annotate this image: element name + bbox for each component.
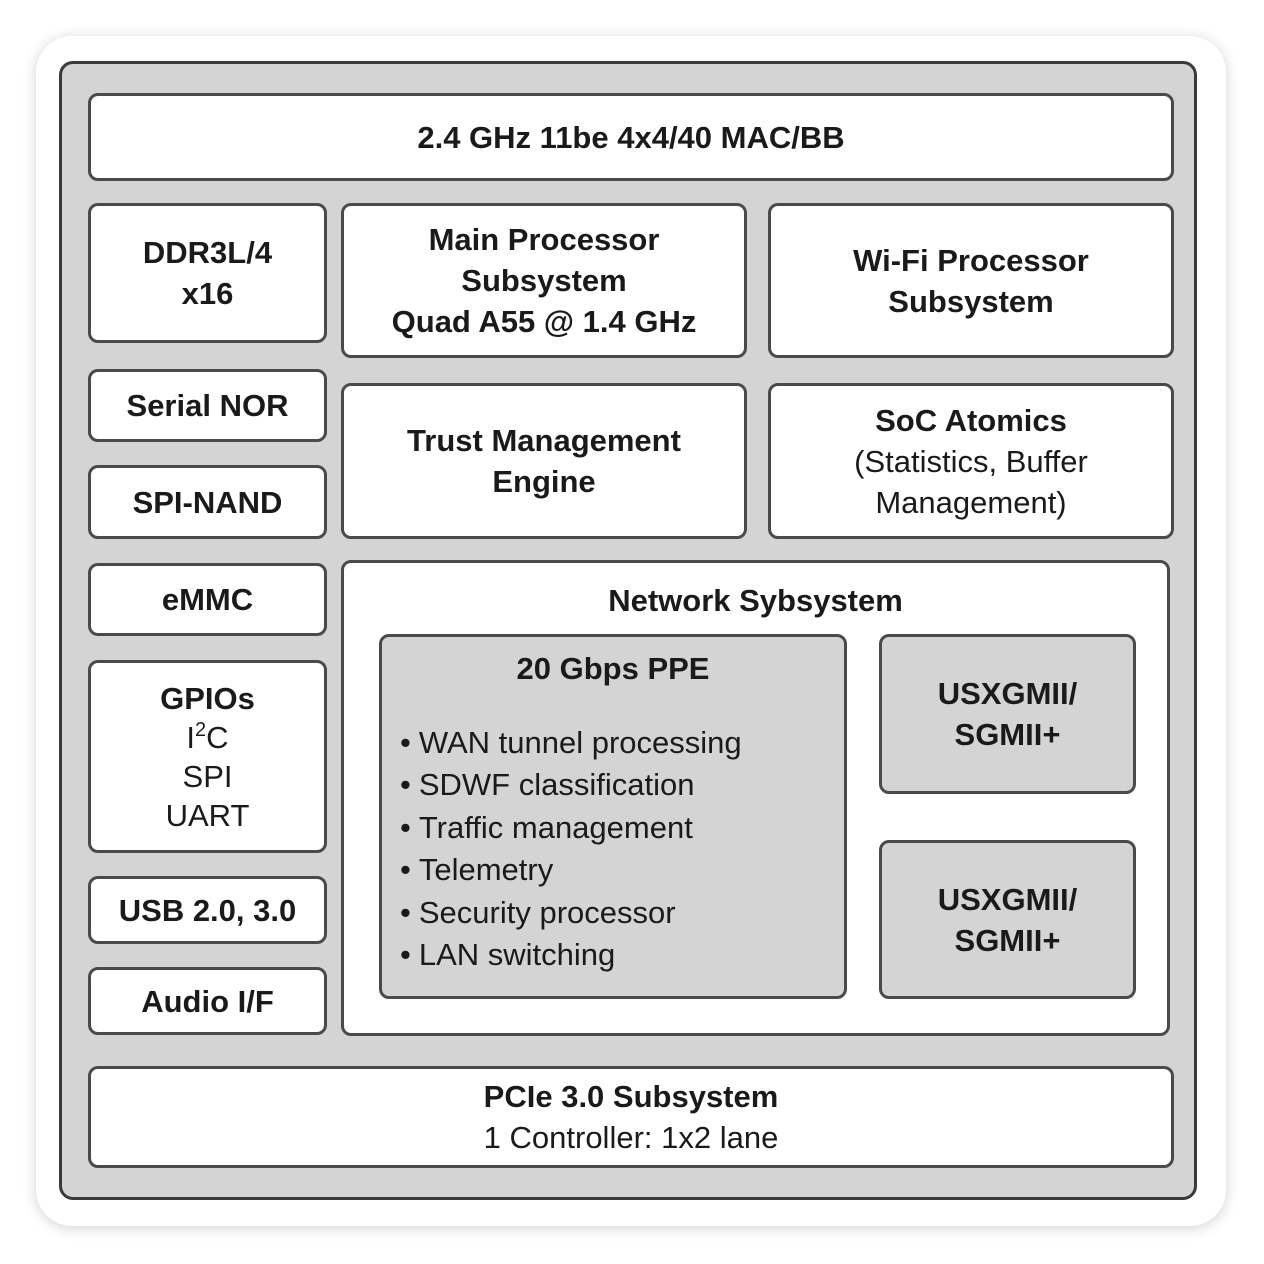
audio-label: Audio I/F bbox=[141, 983, 274, 1019]
usxgmii-1-line-2: SGMII+ bbox=[954, 717, 1061, 752]
trust-engine-line-2: Engine bbox=[492, 464, 596, 499]
ppe-feature-item: SDWF classification bbox=[400, 764, 742, 806]
soc-atomics-line-1: (Statistics, Buffer bbox=[854, 443, 1088, 479]
usxgmii-2-line-2: SGMII+ bbox=[954, 922, 1061, 958]
audio-block: Audio I/F bbox=[88, 967, 327, 1035]
soc-atomics-block: SoC Atomics (Statistics, Buffer Manageme… bbox=[768, 383, 1174, 539]
ppe-feature-list: WAN tunnel processing SDWF classificatio… bbox=[400, 722, 742, 976]
soc-atomics-title: SoC Atomics bbox=[875, 402, 1067, 438]
ddr-block: DDR3L/4 x16 bbox=[88, 203, 327, 343]
gpios-block: GPIOs I2C SPI UART bbox=[88, 660, 327, 853]
main-processor-line-3: Quad A55 @ 1.4 GHz bbox=[391, 304, 697, 339]
wifi-processor-block: Wi-Fi Processor Subsystem bbox=[768, 203, 1174, 358]
wifi-processor-line-1: Wi-Fi Processor bbox=[853, 242, 1089, 278]
usb-block: USB 2.0, 3.0 bbox=[88, 876, 327, 944]
ppe-feature-item: LAN switching bbox=[400, 934, 742, 976]
emmc-block: eMMC bbox=[88, 563, 327, 636]
usxgmii-block-1: USXGMII/ SGMII+ bbox=[879, 634, 1136, 794]
ppe-feature-item: Traffic management bbox=[400, 807, 742, 849]
soc-atomics-line-2: Management) bbox=[875, 484, 1067, 520]
gpios-i2c: I2C bbox=[186, 718, 229, 755]
trust-engine-line-1: Trust Management bbox=[407, 423, 681, 458]
spi-nand-label: SPI-NAND bbox=[132, 484, 283, 520]
gpios-title: GPIOs bbox=[160, 680, 255, 716]
ddr-line-1: DDR3L/4 bbox=[142, 235, 273, 270]
ddr-line-2: x16 bbox=[181, 276, 234, 311]
usxgmii-2-line-1: USXGMII/ bbox=[937, 881, 1078, 917]
usxgmii-block-2: USXGMII/ SGMII+ bbox=[879, 840, 1136, 999]
usb-label: USB 2.0, 3.0 bbox=[118, 892, 297, 928]
mac-bb-block: 2.4 GHz 11be 4x4/40 MAC/BB bbox=[88, 93, 1174, 181]
serial-nor-label: Serial NOR bbox=[126, 388, 289, 423]
usxgmii-1-line-1: USXGMII/ bbox=[937, 676, 1078, 711]
gpios-uart: UART bbox=[165, 797, 250, 833]
pcie-block: PCIe 3.0 Subsystem 1 Controller: 1x2 lan… bbox=[88, 1066, 1174, 1168]
spi-nand-block: SPI-NAND bbox=[88, 465, 327, 539]
main-processor-line-2: Subsystem bbox=[461, 263, 627, 298]
ppe-feature-item: Security processor bbox=[400, 892, 742, 934]
main-processor-block: Main Processor Subsystem Quad A55 @ 1.4 … bbox=[341, 203, 747, 358]
ppe-feature-item: WAN tunnel processing bbox=[400, 722, 742, 764]
emmc-label: eMMC bbox=[161, 582, 254, 617]
main-processor-line-1: Main Processor bbox=[428, 222, 660, 257]
network-subsystem-title: Network Sybsystem bbox=[608, 583, 903, 618]
mac-bb-label: 2.4 GHz 11be 4x4/40 MAC/BB bbox=[417, 119, 845, 155]
pcie-title: PCIe 3.0 Subsystem bbox=[483, 1079, 779, 1114]
ppe-feature-item: Telemetry bbox=[400, 849, 742, 891]
pcie-subtitle: 1 Controller: 1x2 lane bbox=[483, 1120, 779, 1155]
ppe-title: 20 Gbps PPE bbox=[516, 651, 710, 686]
gpios-spi: SPI bbox=[182, 758, 233, 794]
wifi-processor-line-2: Subsystem bbox=[888, 283, 1054, 319]
serial-nor-block: Serial NOR bbox=[88, 369, 327, 442]
ppe-block: 20 Gbps PPE WAN tunnel processing SDWF c… bbox=[379, 634, 847, 999]
trust-engine-block: Trust Management Engine bbox=[341, 383, 747, 539]
